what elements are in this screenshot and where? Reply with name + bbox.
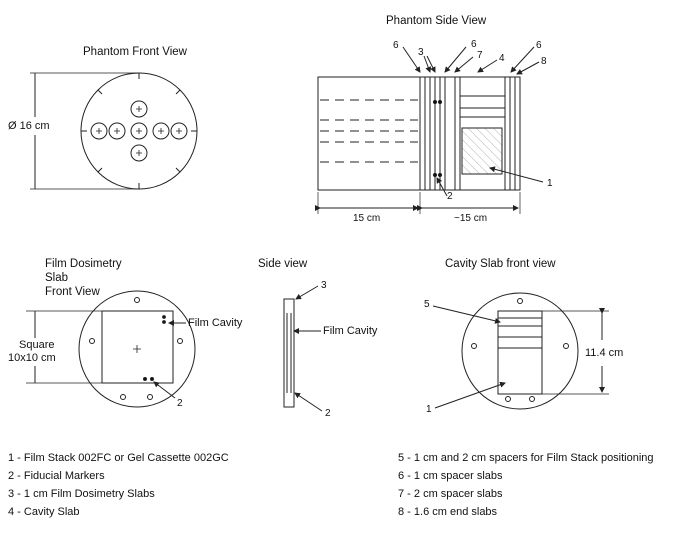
callout-2-side: 2	[447, 191, 453, 202]
diameter-label: Ø 16 cm	[8, 120, 50, 132]
film-slab-title-line1: Film Dosimetry	[45, 258, 122, 270]
phantom-side-view	[315, 46, 544, 214]
legend-item-2: 2 - Fiducial Markers	[8, 470, 105, 482]
dim-11-4cm-label: 11.4 cm	[585, 347, 624, 359]
cavity-slab-front-view	[432, 292, 609, 410]
legend-item-1: 1 - Film Stack 002FC or Gel Cassette 002…	[8, 452, 229, 464]
legend-item-7: 7 - 2 cm spacer slabs	[398, 488, 503, 500]
square-label-line2: 10x10 cm	[8, 352, 56, 364]
legend-item-4: 4 - Cavity Slab	[8, 506, 80, 518]
film-cavity-label: Film Cavity	[188, 317, 243, 329]
legend-item-3: 3 - 1 cm Film Dosimetry Slabs	[8, 488, 155, 500]
film-cavity-side-label: Film Cavity	[323, 325, 378, 337]
callout-7: 7	[477, 50, 483, 61]
callout-2-sideview: 2	[325, 408, 331, 419]
callout-1-side: 1	[547, 178, 553, 189]
cavity-slab-title: Cavity Slab front view	[445, 258, 556, 270]
callout-3-a: 3	[418, 47, 424, 58]
film-slab-side-view	[283, 285, 323, 412]
front-view-title: Phantom Front View	[83, 46, 187, 58]
phantom-front-view	[30, 72, 198, 190]
film-slab-front-view	[26, 290, 196, 408]
legend-item-5: 5 - 1 cm and 2 cm spacers for Film Stack…	[398, 452, 654, 464]
callout-1-cavity: 1	[426, 404, 432, 415]
callout-5: 5	[424, 299, 430, 310]
callout-4: 4	[499, 53, 505, 64]
legend-item-8: 8 - 1.6 cm end slabs	[398, 506, 498, 518]
square-label-line1: Square	[19, 339, 55, 351]
dim-approx15cm-label: ~15 cm	[454, 213, 488, 224]
side-view-title: Phantom Side View	[386, 15, 487, 27]
film-slab-title-line2: Slab	[45, 272, 69, 284]
callout-6-a: 6	[393, 40, 399, 51]
dim-15cm-label: 15 cm	[353, 213, 381, 224]
callout-3-sideview: 3	[321, 280, 327, 291]
callout-8: 8	[541, 56, 547, 67]
callout-6-b: 6	[471, 39, 477, 50]
callout-6-c: 6	[536, 40, 542, 51]
legend-item-6: 6 - 1 cm spacer slabs	[398, 470, 503, 482]
film-slab-title-line3: Front View	[45, 286, 100, 298]
callout-2-film: 2	[177, 398, 183, 409]
sideview-title: Side view	[258, 258, 308, 270]
